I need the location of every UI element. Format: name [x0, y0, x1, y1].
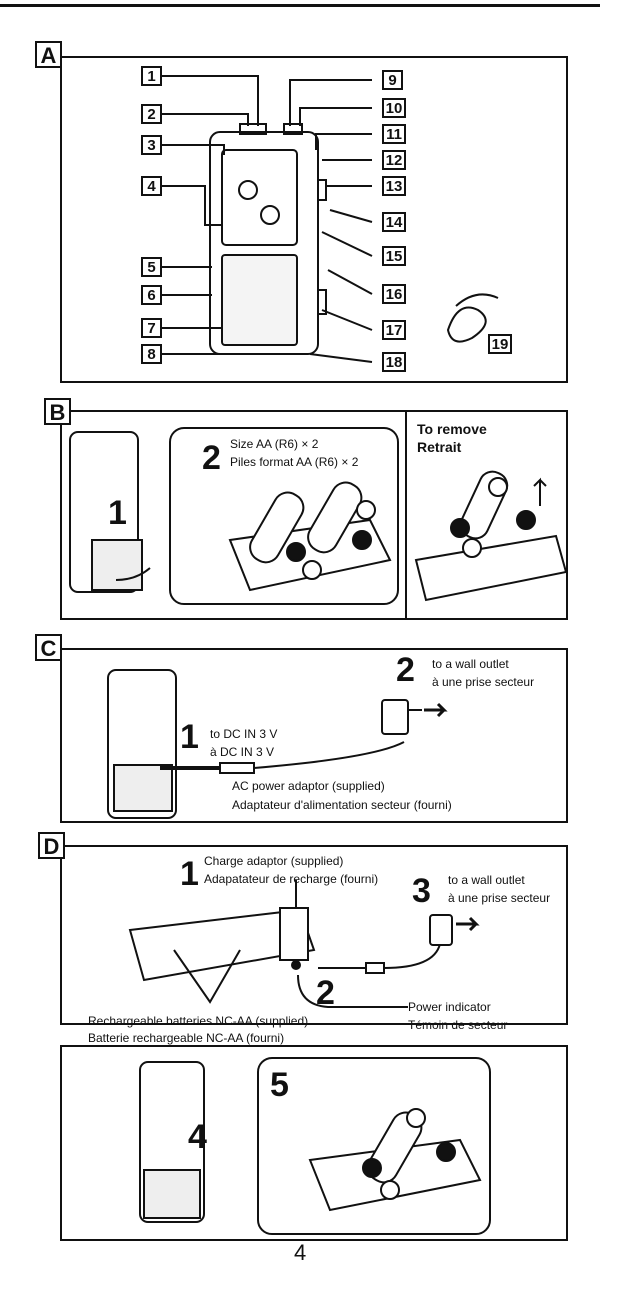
- callout-4: 4: [141, 176, 162, 196]
- b-battery-fr: Piles format AA (R6) × 2: [230, 455, 359, 469]
- callout-3: 3: [141, 135, 162, 155]
- b-remove-fr: Retrait: [417, 439, 462, 455]
- c-dc-en: to DC IN 3 V: [210, 727, 278, 741]
- d-rech-en: Rechargeable batteries NC-AA (supplied): [88, 1014, 309, 1028]
- d-rech-fr: Batterie rechargeable NC-AA (fourni): [88, 1031, 285, 1045]
- d-charge-fr: Adapatateur de recharge (fourni): [204, 872, 379, 886]
- d-step-5: 5: [270, 1066, 289, 1104]
- callout-15: 15: [382, 246, 406, 266]
- section-label-a: A: [35, 41, 62, 68]
- callout-8: 8: [141, 344, 162, 364]
- d-power-en: Power indicator: [408, 1000, 491, 1014]
- d-step-4: 4: [188, 1118, 207, 1156]
- callout-5: 5: [141, 257, 162, 277]
- c-outlet-fr: à une prise secteur: [432, 675, 535, 689]
- callout-16: 16: [382, 284, 406, 304]
- callout-6: 6: [141, 285, 162, 305]
- b-step-1: 1: [108, 494, 127, 532]
- page-number: 4: [294, 1240, 307, 1265]
- c-step-2: 2: [396, 651, 415, 689]
- c-adaptor-fr: Adaptateur d'alimentation secteur (fourn…: [232, 798, 452, 812]
- callout-7: 7: [141, 318, 162, 338]
- c-outlet-en: to a wall outlet: [432, 657, 509, 671]
- d-charge-en: Charge adaptor (supplied): [204, 854, 344, 868]
- section-label-b: B: [44, 398, 71, 425]
- callout-2: 2: [141, 104, 162, 124]
- callout-1: 1: [141, 66, 162, 86]
- d-outlet-en: to a wall outlet: [448, 873, 525, 887]
- callout-9: 9: [382, 70, 403, 90]
- d-step-3: 3: [412, 872, 431, 910]
- callout-13: 13: [382, 176, 406, 196]
- section-label-c: C: [35, 634, 62, 661]
- c-adaptor-en: AC power adaptor (supplied): [232, 779, 385, 793]
- callout-19: 19: [488, 334, 512, 354]
- callout-17: 17: [382, 320, 406, 340]
- d-step-1: 1: [180, 855, 199, 893]
- c-dc-fr: à DC IN 3 V: [210, 745, 275, 759]
- callout-18: 18: [382, 352, 406, 372]
- callout-12: 12: [382, 150, 406, 170]
- d-power-fr: Témoin de secteur: [408, 1018, 508, 1032]
- callout-14: 14: [382, 212, 406, 232]
- b-remove-en: To remove: [417, 421, 487, 437]
- c-step-1: 1: [180, 718, 199, 756]
- b-step-2: 2: [202, 439, 221, 477]
- section-label-d: D: [38, 832, 65, 859]
- top-rule: [0, 4, 600, 7]
- d-step-2: 2: [316, 974, 335, 1012]
- d-outlet-fr: à une prise secteur: [448, 891, 551, 905]
- callout-11: 11: [382, 124, 406, 144]
- b-battery-en: Size AA (R6) × 2: [230, 437, 319, 451]
- callout-10: 10: [382, 98, 406, 118]
